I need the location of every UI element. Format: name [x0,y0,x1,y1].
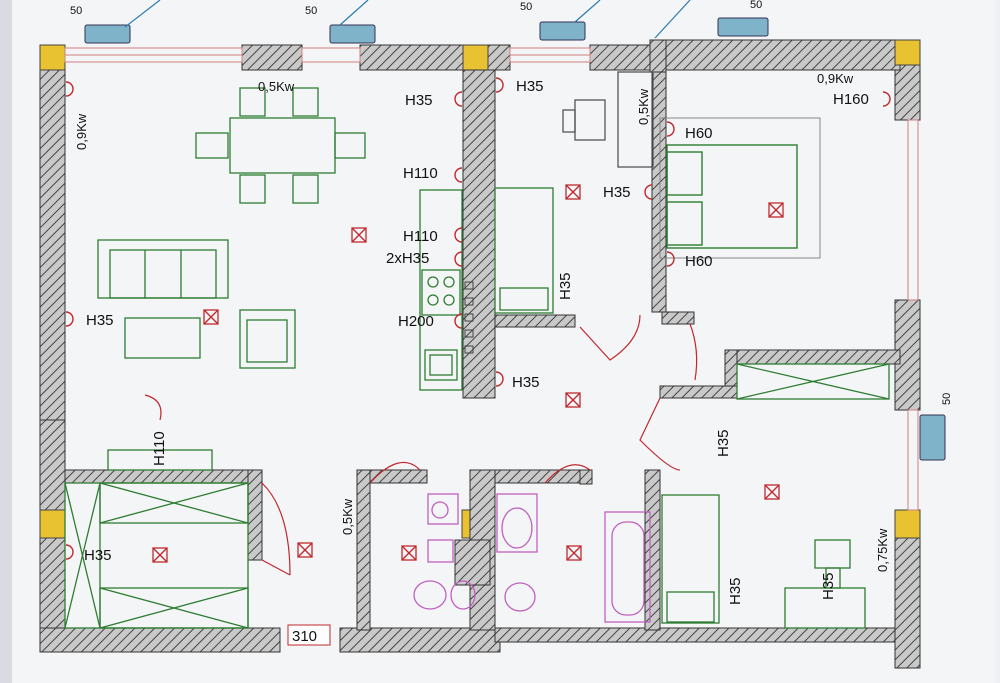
h35-closet: H35 [84,547,112,564]
h35-laundry: H35 [727,577,744,605]
power-label-3: 50 [520,1,532,13]
closet-shelves [64,449,249,629]
h2x35: 2xH35 [386,250,429,267]
h60-bed-bottom: H60 [685,253,713,270]
bed [659,117,821,259]
radiators [84,17,946,461]
kw-study: 0,5Kw [636,88,651,125]
ceiling-lights [152,184,784,563]
interior-walls [64,39,901,631]
armchair [239,309,296,369]
h35-room-bottom: H35 [715,429,732,457]
room-number-box [287,624,331,646]
h35-living: H35 [86,312,114,329]
power-arrows [124,0,691,39]
kitchen-sockets [464,281,474,354]
paper-left-margin [0,0,12,683]
kitchen-counter [419,189,463,391]
socket-markers [65,77,891,560]
h35-corr-left: H35 [405,92,433,109]
bathroom-fixtures [413,493,651,623]
h110-closet: H110 [151,431,168,466]
power-label-1: 50 [70,5,82,17]
kw-dining: 0,5Kw [258,79,295,94]
h200: H200 [398,313,434,330]
h35-hall: H35 [557,272,574,300]
power-label-2: 50 [305,5,317,17]
kw-laundry: 0,75Kw [875,528,890,572]
h35-corr-right: H35 [516,78,544,95]
h35-study: H35 [603,184,631,201]
h35-vertical: H35 [820,572,837,600]
h110-kitchen: H110 [403,165,438,182]
kw-top-right: 0,9Kw [817,71,854,86]
kw-left: 0,9Kw [74,113,89,150]
wardrobe [736,363,890,400]
study-furniture [494,71,654,314]
exterior-walls [39,39,921,669]
sofa [97,239,229,299]
laundry-room [661,494,866,629]
windows [64,47,919,511]
coffee-table [124,317,201,359]
h160: H160 [833,91,869,108]
power-label-right: 50 [941,393,953,405]
h35-kitchen-low: H35 [512,374,540,391]
power-label-4: 50 [750,0,762,11]
paper [10,0,995,683]
kw-bath-left: 0,5Kw [340,498,355,535]
room-number: 310 [292,628,317,645]
h110-kitchen-2: H110 [403,228,438,245]
door-swings [144,314,698,576]
dining-set [195,87,366,204]
h60-bed-top: H60 [685,125,713,142]
